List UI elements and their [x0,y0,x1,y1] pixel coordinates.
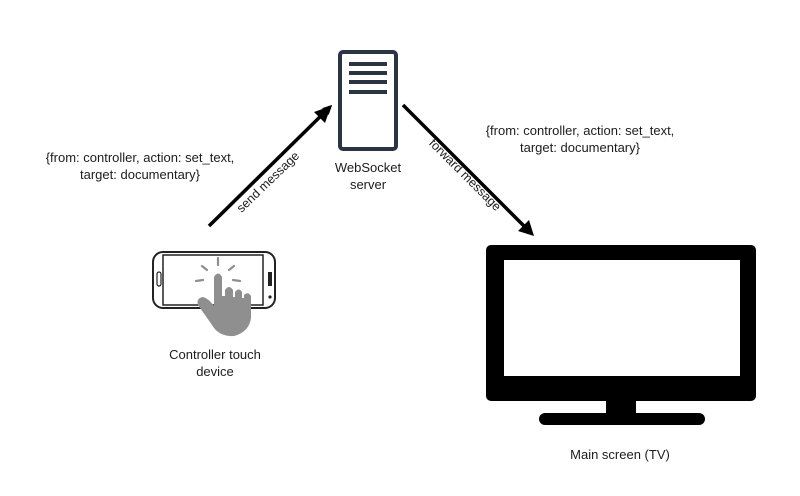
right-message-line1: {from: controller, action: set_text, [485,123,675,138]
server-icon [338,50,398,151]
left-message-line2: target: documentary} [80,167,200,182]
hand-icon [197,273,251,337]
touch-phone-icon [152,251,276,337]
right-message-line2: target: documentary} [520,140,640,155]
controller-label: Controller touch device [140,346,290,380]
right-message-payload: {from: controller, action: set_text, tar… [460,122,700,156]
tv-label: Main screen (TV) [570,447,670,462]
server-label-line1: WebSocket [334,160,402,175]
send-arrowhead [314,106,331,123]
controller-label-line1: Controller touch [169,347,261,362]
server-label-line2: server [349,177,387,192]
forward-arrowhead [518,220,534,236]
send-message-arrow [207,104,333,228]
server-label: WebSocket server [318,159,418,193]
left-message-line1: {from: controller, action: set_text, [45,150,235,165]
forward-message-arrow [401,103,533,235]
left-message-payload: {from: controller, action: set_text, tar… [20,149,260,183]
tv-icon [486,245,756,425]
controller-label-line2: device [196,364,234,379]
